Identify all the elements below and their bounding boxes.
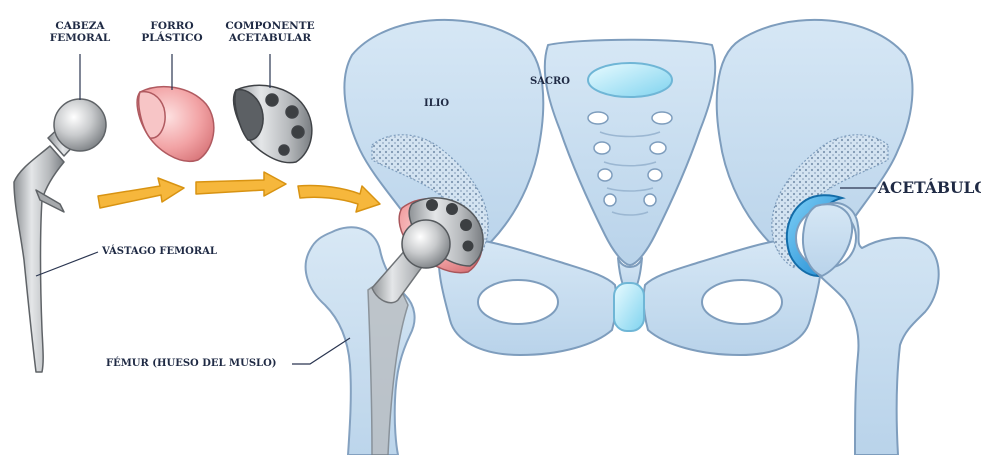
femoral-head-prosthesis <box>54 99 106 151</box>
arrow-2 <box>196 172 286 196</box>
label-femoral-head: CABEZA FEMORAL <box>30 20 130 44</box>
label-plastic-liner: FORRO PLÁSTICO <box>122 20 222 44</box>
right-obturator <box>702 280 782 324</box>
label-plastic-liner-line1: FORRO <box>122 20 222 32</box>
arrow-3 <box>298 185 380 212</box>
sacral-disc <box>588 63 672 97</box>
arrow-1 <box>98 178 184 208</box>
label-acetabulum: ACETÁBULO <box>878 179 981 197</box>
leader-femur <box>292 338 350 364</box>
leader-femoral-stem <box>36 252 98 276</box>
label-sacrum: SACRO <box>530 76 570 88</box>
label-plastic-liner-line2: PLÁSTICO <box>122 32 222 44</box>
label-ilium: ILIO <box>424 98 449 110</box>
label-acetabular-component: COMPONENTE ACETABULAR <box>214 20 326 44</box>
label-acetabular-component-line2: ACETABULAR <box>214 32 326 44</box>
pubic-symphysis <box>614 283 644 331</box>
label-acetabular-component-line1: COMPONENTE <box>214 20 326 32</box>
label-femoral-head-line1: CABEZA <box>30 20 130 32</box>
assembly-arrows <box>98 172 380 212</box>
implanted-stem <box>368 284 408 455</box>
label-femoral-head-line2: FEMORAL <box>30 32 130 44</box>
plastic-liner-prosthesis <box>137 87 214 162</box>
label-femoral-stem: VÁSTAGO FEMORAL <box>102 246 217 258</box>
label-femur: FÉMUR (HUESO DEL MUSLO) <box>106 358 277 370</box>
acetabular-component-prosthesis <box>234 85 312 162</box>
left-obturator <box>478 280 558 324</box>
